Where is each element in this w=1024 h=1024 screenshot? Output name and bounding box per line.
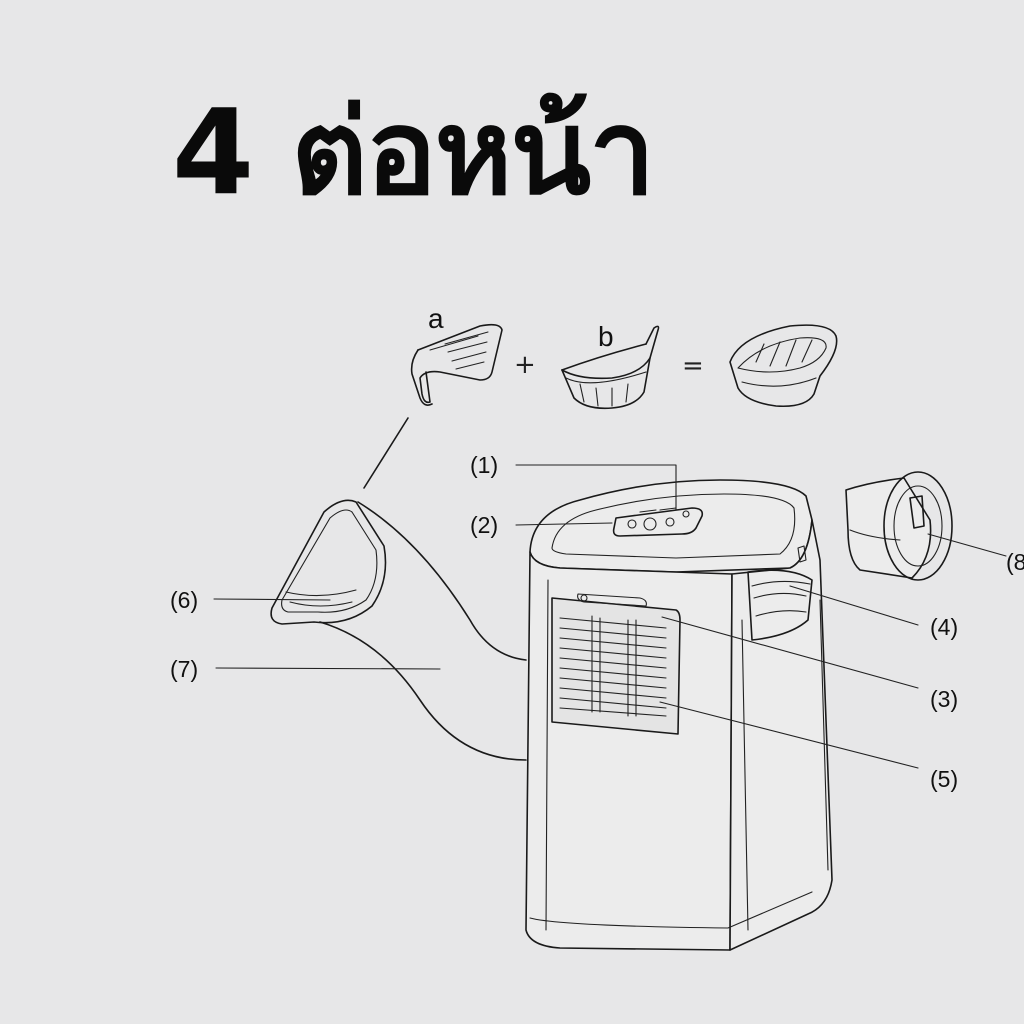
exhaust-hose-drawing bbox=[270, 417, 527, 761]
callout-2: (2) bbox=[470, 512, 498, 538]
plus-sign: + bbox=[514, 350, 536, 380]
window-adapter-drawing bbox=[845, 471, 953, 581]
part-b-label: b bbox=[598, 321, 614, 352]
equals-sign: = bbox=[682, 351, 704, 381]
callout-3: (3) bbox=[930, 686, 958, 712]
main-unit-drawing bbox=[525, 479, 833, 951]
callout-7: (7) bbox=[170, 656, 198, 682]
page-title: 4 ต่อหน้า bbox=[172, 83, 655, 221]
callout-4: (4) bbox=[930, 614, 958, 640]
part-a-label: a bbox=[428, 303, 444, 334]
callout-8: (8 bbox=[1006, 549, 1024, 575]
callout-6: (6) bbox=[170, 587, 198, 613]
part-a-drawing bbox=[410, 323, 503, 406]
callout-1: (1) bbox=[470, 452, 498, 478]
callout-5: (5) bbox=[930, 766, 958, 792]
side-vent bbox=[747, 569, 813, 641]
assembled-part-drawing bbox=[729, 324, 838, 408]
callout-leaders bbox=[213, 464, 1007, 769]
front-grille bbox=[551, 597, 681, 735]
part-b-drawing bbox=[561, 325, 660, 410]
control-panel bbox=[612, 507, 704, 537]
